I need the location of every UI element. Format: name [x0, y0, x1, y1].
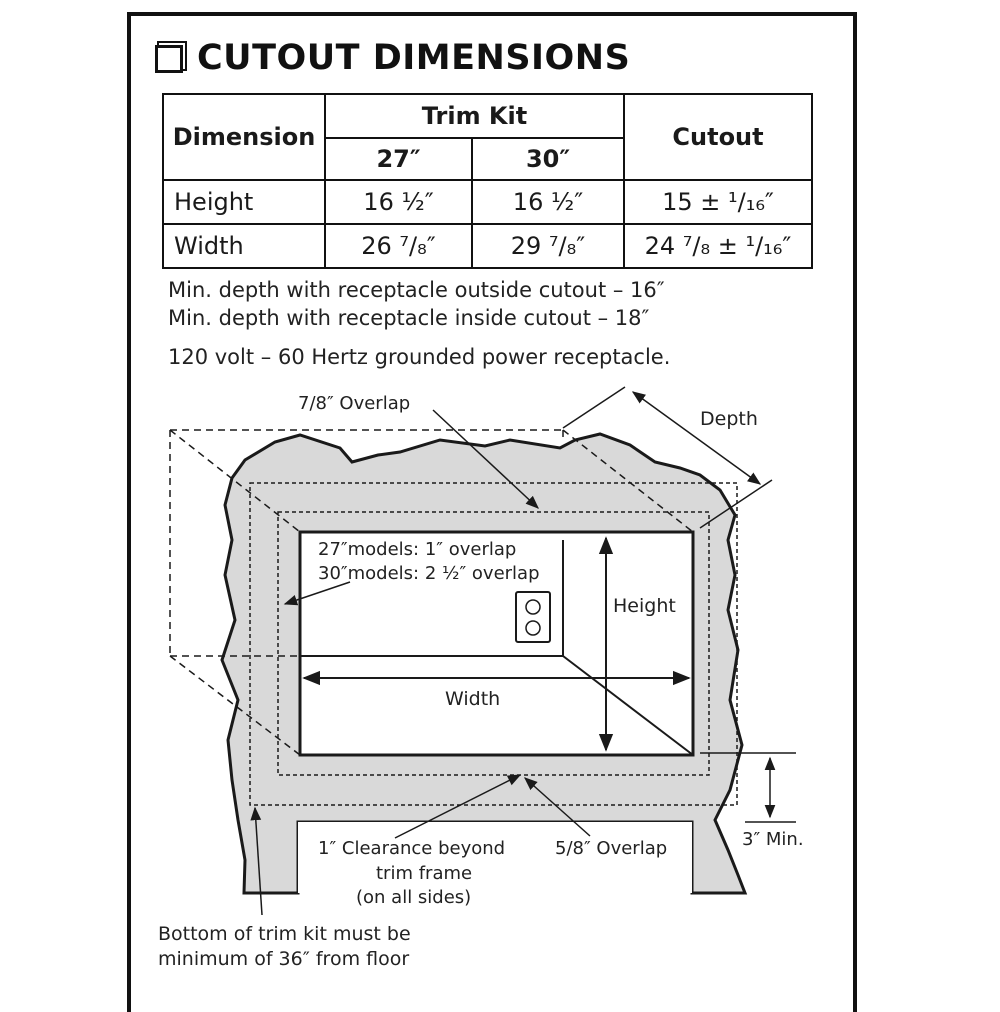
header-30: 30″ — [471, 137, 625, 181]
cabinet-opening — [298, 822, 692, 893]
section-title-text: CUTOUT DIMENSIONS — [197, 38, 631, 78]
back-diagonal — [562, 655, 694, 756]
checkbox-icon — [155, 45, 183, 73]
header-trim-kit: Trim Kit — [324, 93, 625, 139]
page-frame — [127, 12, 857, 1012]
trim-outline-inner — [277, 511, 710, 776]
clearance-leader — [394, 774, 522, 839]
label-bottom-2: minimum of 36″ from floor — [158, 948, 409, 970]
depth-box — [169, 429, 694, 756]
depth-extension-1 — [562, 386, 626, 429]
cell-cutout: 24 ⁷/₈ ± ¹/₁₆″ — [623, 223, 813, 269]
label-min-3: 3″ Min. — [742, 829, 804, 850]
label-overlap-58: 5/8″ Overlap — [555, 838, 667, 859]
note-power: 120 volt – 60 Hertz grounded power recep… — [168, 345, 671, 369]
label-clearance-2: trim frame — [376, 863, 472, 884]
label-clearance-3: (on all sides) — [356, 887, 471, 908]
receptacle-icon — [515, 591, 551, 643]
overlap-78-leader — [432, 409, 539, 509]
label-bottom-1: Bottom of trim kit must be — [158, 923, 411, 945]
label-depth: Depth — [700, 408, 758, 430]
depth-arrow — [631, 391, 762, 485]
cell-cutout: 15 ± ¹/₁₆″ — [623, 179, 813, 225]
cell-trim-27: 26 ⁷/₈″ — [324, 223, 473, 269]
cell-trim-30: 16 ½″ — [471, 179, 625, 225]
label-width: Width — [445, 688, 500, 710]
note-depth-outside: Min. depth with receptacle outside cutou… — [168, 278, 665, 302]
dimensions-table: Dimension Trim Kit Cutout 27″ 30″ Height… — [162, 93, 813, 269]
cell-trim-30: 29 ⁷/₈″ — [471, 223, 625, 269]
table-row: Height 16 ½″ 16 ½″ 15 ± ¹/₁₆″ — [162, 179, 813, 225]
label-height: Height — [613, 595, 676, 617]
row-label: Height — [162, 179, 326, 225]
header-dimension: Dimension — [162, 93, 326, 181]
label-clearance-1: 1″ Clearance beyond — [318, 838, 505, 859]
row-label: Width — [162, 223, 326, 269]
header-cutout: Cutout — [623, 93, 813, 181]
depth-extension-2 — [699, 479, 773, 529]
models-leader — [283, 581, 351, 606]
cell-trim-27: 16 ½″ — [324, 179, 473, 225]
overlap-58-leader — [523, 777, 591, 837]
label-overlap-78: 7/8″ Overlap — [298, 393, 410, 414]
section-title: CUTOUT DIMENSIONS — [155, 38, 630, 78]
label-models-27: 27″models: 1″ overlap — [318, 539, 516, 560]
bottom-leader — [250, 806, 263, 916]
note-depth-inside: Min. depth with receptacle inside cutout… — [168, 306, 650, 330]
table-row: Width 26 ⁷/₈″ 29 ⁷/₈″ 24 ⁷/₈ ± ¹/₁₆″ — [162, 223, 813, 269]
header-27: 27″ — [324, 137, 473, 181]
trim-outline-outer — [249, 482, 738, 806]
label-models-30: 30″models: 2 ½″ overlap — [318, 563, 540, 584]
